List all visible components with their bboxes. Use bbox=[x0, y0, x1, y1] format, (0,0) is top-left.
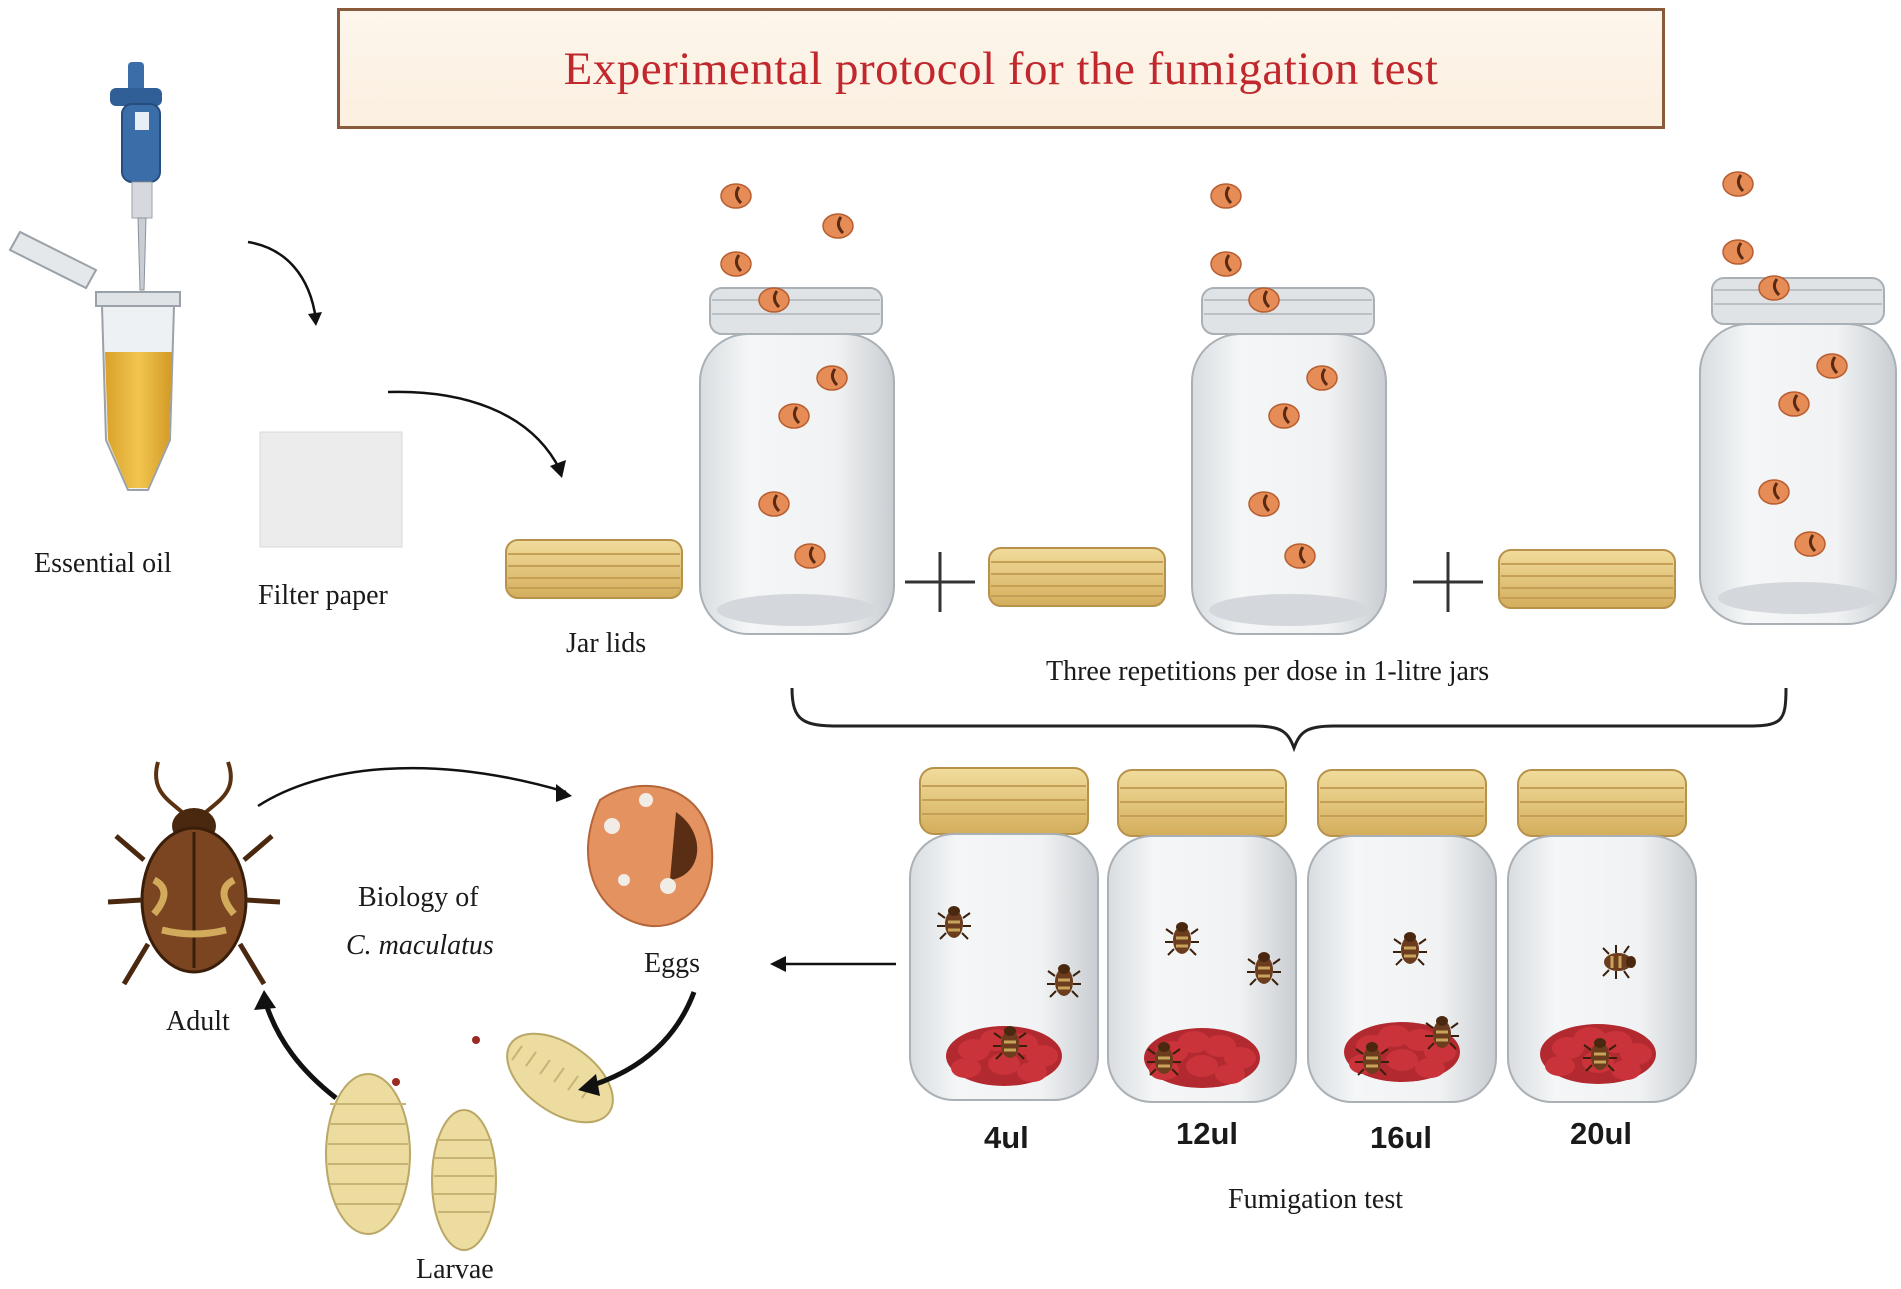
adult-beetle-icon bbox=[107, 761, 281, 986]
arrow-icon bbox=[589, 991, 697, 1089]
closed-jar-icon bbox=[909, 767, 1099, 1101]
arrow-icon bbox=[247, 240, 318, 321]
arrow-icon bbox=[387, 390, 562, 471]
essential-oil-label: Essential oil bbox=[34, 548, 172, 579]
egg-seed-icon bbox=[586, 784, 714, 928]
jar-icon bbox=[1699, 277, 1897, 625]
closed-jar-icon bbox=[1107, 769, 1297, 1103]
adult-label: Adult bbox=[166, 1006, 230, 1037]
title-banner: Experimental protocol for the fumigation… bbox=[337, 8, 1665, 129]
plus-icon bbox=[1413, 552, 1483, 612]
filter-paper-icon bbox=[259, 431, 403, 548]
dose-label: 4ul bbox=[984, 1120, 1029, 1155]
diagram-title: Experimental protocol for the fumigation… bbox=[563, 42, 1439, 95]
arrow-icon bbox=[263, 1003, 338, 1100]
brace-icon bbox=[790, 687, 1788, 753]
biology-label-line2: C. maculatus bbox=[346, 930, 494, 961]
larvae-label: Larvae bbox=[416, 1254, 494, 1285]
repetitions-label: Three repetitions per dose in 1-litre ja… bbox=[1046, 656, 1490, 687]
jar-lid-icon bbox=[988, 547, 1166, 607]
eggs-label: Eggs bbox=[644, 948, 700, 979]
plus-icon bbox=[905, 552, 975, 612]
tube-icon bbox=[8, 230, 181, 491]
dose-label: 12ul bbox=[1176, 1116, 1239, 1151]
jar-lids-label: Jar lids bbox=[566, 628, 647, 659]
larva-icon bbox=[325, 1032, 614, 1251]
jar-lid-icon bbox=[1498, 549, 1676, 609]
filter-paper-label: Filter paper bbox=[258, 580, 388, 611]
dose-label: 16ul bbox=[1370, 1120, 1433, 1155]
jar-icon bbox=[1191, 287, 1387, 635]
closed-jar-icon bbox=[1507, 769, 1697, 1103]
fumigation-test-label: Fumigation test bbox=[1228, 1184, 1403, 1215]
pipette-icon bbox=[110, 62, 162, 291]
jar-lid-icon bbox=[505, 539, 683, 599]
arrow-icon bbox=[257, 766, 567, 808]
jar-icon bbox=[699, 287, 895, 635]
closed-jar-icon bbox=[1307, 769, 1497, 1103]
dose-label: 20ul bbox=[1570, 1116, 1633, 1151]
biology-label-line1: Biology of bbox=[358, 882, 479, 913]
